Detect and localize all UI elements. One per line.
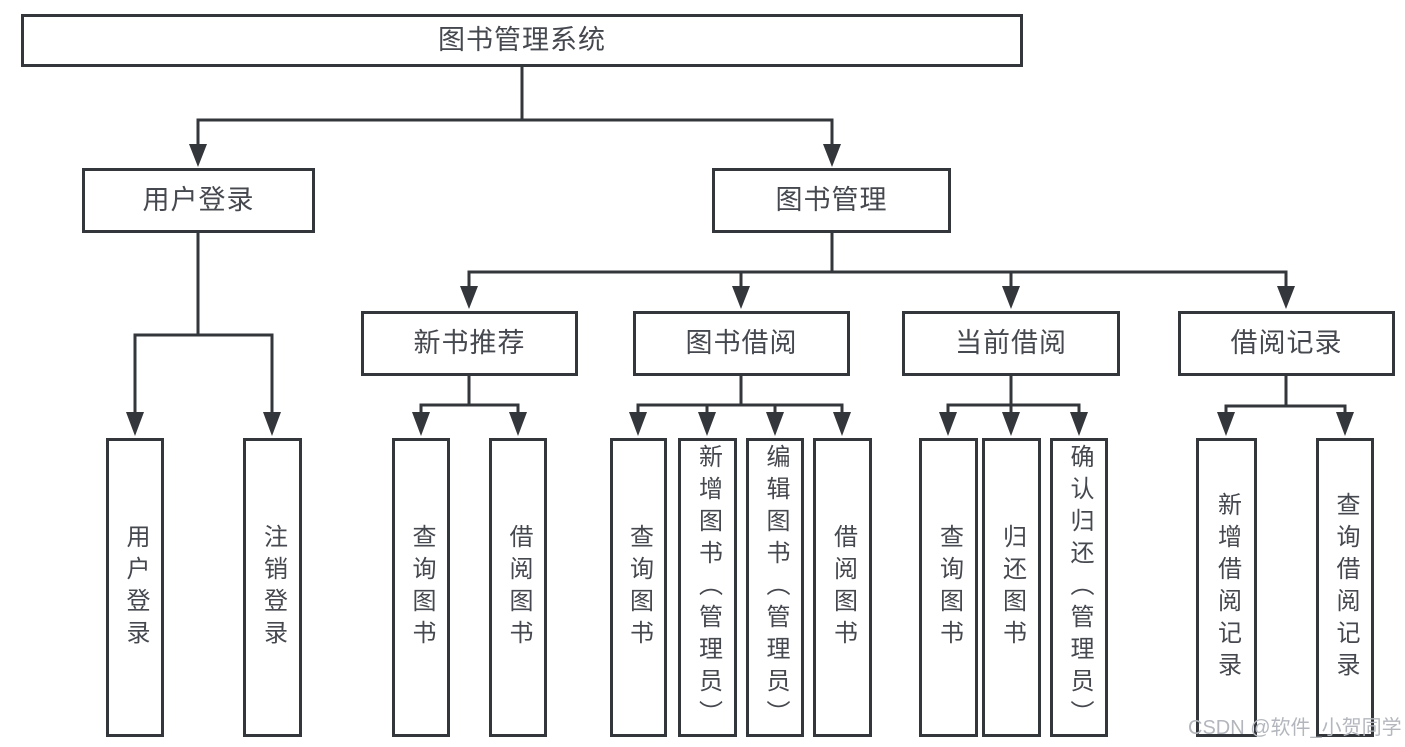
arrow-down-icon: [263, 412, 281, 436]
connector-current-borrowing-children: [946, 374, 1081, 416]
arrow-down-icon: [509, 412, 527, 436]
node-label: 当前借阅: [955, 328, 1067, 358]
leaf-query-books-borrowing: 查询图书: [610, 438, 667, 737]
node-label: 借阅图书: [505, 523, 532, 652]
node-label: 查询图书: [935, 523, 963, 652]
node-book-borrowing: 图书借阅: [633, 311, 850, 376]
arrow-down-icon: [1002, 412, 1020, 436]
connector-user-login-children: [133, 231, 274, 416]
arrow-down-icon: [412, 412, 430, 436]
node-library-management-system: 图书管理系统: [21, 14, 1023, 67]
leaf-query-books-recommend: 查询图书: [392, 438, 450, 737]
node-label: 图书管理系统: [438, 25, 606, 55]
arrow-down-icon: [629, 412, 647, 436]
node-book-management: 图书管理: [712, 168, 951, 233]
csdn-watermark: CSDN @软件_小贺同学: [1188, 717, 1402, 739]
arrow-down-icon: [939, 412, 957, 436]
node-label: 用户登录: [122, 523, 149, 652]
connector-root-to-level2: [196, 65, 834, 149]
node-label: 新增借阅记录: [1213, 491, 1241, 684]
node-label: 用户登录: [142, 185, 255, 215]
node-label: 图书借阅: [685, 328, 798, 358]
arrow-down-icon: [1217, 412, 1235, 436]
node-label: 查询图书: [408, 523, 435, 652]
node-label: 查询图书: [625, 523, 653, 652]
node-label: 编辑图书（管理员）: [762, 443, 789, 732]
arrow-down-icon: [460, 286, 478, 309]
leaf-query-books-current: 查询图书: [919, 438, 978, 737]
arrow-down-icon: [823, 144, 841, 167]
leaf-edit-books-admin: 编辑图书（管理员）: [746, 438, 804, 737]
node-label: 新增图书（管理员）: [694, 443, 722, 732]
arrow-down-icon: [1070, 412, 1088, 436]
node-label: 注销登录: [259, 523, 287, 652]
node-label: 借阅记录: [1230, 328, 1343, 358]
arrow-down-icon: [732, 286, 750, 309]
node-new-book-recommend: 新书推荐: [361, 311, 578, 376]
connector-borrowing-records-children: [1224, 374, 1347, 416]
arrowheads: [126, 144, 1354, 436]
arrow-down-icon: [126, 412, 144, 436]
arrow-down-icon: [1336, 412, 1354, 436]
arrow-down-icon: [189, 144, 207, 167]
arrow-down-icon: [766, 412, 784, 436]
leaf-logout: 注销登录: [243, 438, 302, 737]
leaf-add-books-admin: 新增图书（管理员）: [678, 438, 737, 737]
node-label: 新书推荐: [413, 328, 526, 358]
arrow-down-icon: [698, 412, 716, 436]
node-label: 确认归还（管理员）: [1066, 443, 1093, 732]
connector-book-management-sections: [467, 231, 1288, 293]
node-borrowing-records: 借阅记录: [1178, 311, 1395, 376]
node-label: 查询借阅记录: [1332, 491, 1359, 684]
connector-new-book-children: [419, 374, 520, 416]
leaf-return-books: 归还图书: [982, 438, 1041, 737]
connector-book-borrowing-children: [636, 374, 844, 416]
node-user-login: 用户登录: [82, 168, 315, 233]
node-label: 借阅图书: [829, 523, 857, 652]
arrow-down-icon: [1277, 286, 1295, 309]
leaf-user-login: 用户登录: [106, 438, 164, 737]
leaf-borrow-books-borrowing: 借阅图书: [813, 438, 872, 737]
leaf-borrow-books-recommend: 借阅图书: [489, 438, 547, 737]
arrow-down-icon: [833, 412, 851, 436]
leaf-confirm-return-admin: 确认归还（管理员）: [1050, 438, 1108, 737]
node-current-borrowing: 当前借阅: [902, 311, 1120, 376]
arrow-down-icon: [1002, 286, 1020, 309]
node-label: 图书管理: [775, 185, 888, 215]
leaf-add-borrow-record: 新增借阅记录: [1196, 438, 1257, 737]
node-label: 归还图书: [998, 523, 1026, 652]
leaf-query-borrow-record: 查询借阅记录: [1316, 438, 1374, 737]
